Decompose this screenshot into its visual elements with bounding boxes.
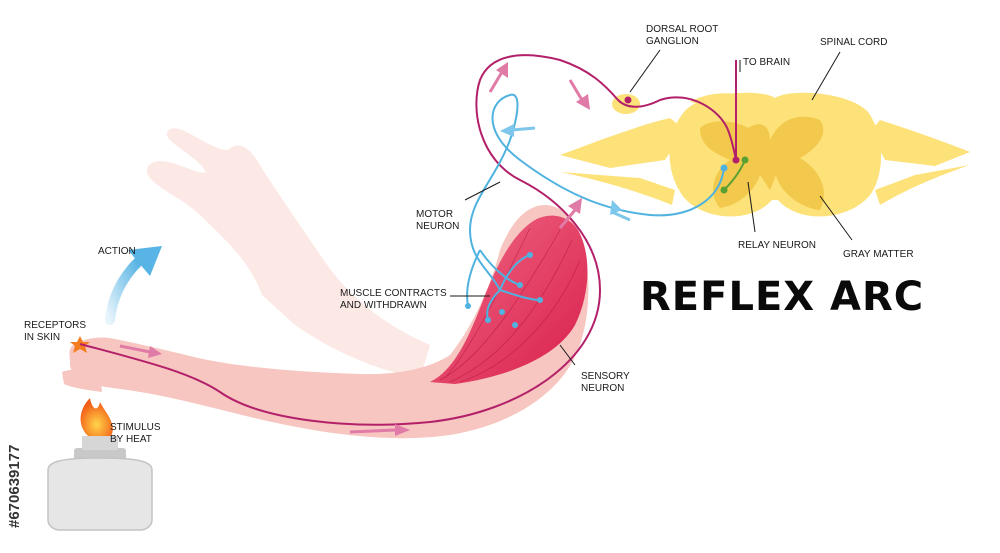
dorsal-root-ganglion — [612, 94, 640, 114]
raised-arm-ghost — [146, 128, 430, 378]
label-relay-neuron: RELAY NEURON — [738, 240, 816, 251]
label-motor-neuron: MOTOR NEURON — [416, 209, 460, 232]
label-dorsal-root-ganglion: DORSAL ROOT GANGLION — [646, 24, 719, 47]
muscle — [430, 215, 588, 384]
label-leader-lines — [450, 49, 853, 366]
label-spinal-cord: SPINAL CORD — [820, 37, 888, 48]
action-arrow — [105, 246, 162, 325]
heat-burner — [47, 436, 153, 531]
label-action: ACTION — [98, 246, 136, 257]
label-to-brain: TO BRAIN — [743, 57, 791, 68]
neuron-terminals — [465, 96, 749, 328]
diagram-title: REFLEX ARC — [640, 274, 925, 320]
stock-id-watermark: #670639177 — [6, 444, 23, 528]
label-receptors-in-skin: RECEPTORS IN SKIN — [24, 320, 87, 343]
flame-icon — [80, 398, 113, 436]
label-muscle-contracts: MUSCLE CONTRACTS AND WITHDRAWN — [340, 288, 447, 311]
sensory-neuron — [79, 54, 738, 426]
label-stimulus-by-heat: STIMULUS BY HEAT — [110, 422, 161, 445]
label-sensory-neuron: SENSORY NEURON — [581, 371, 630, 394]
signal-direction-arrows — [119, 62, 631, 436]
label-gray-matter: GRAY MATTER — [843, 249, 914, 260]
